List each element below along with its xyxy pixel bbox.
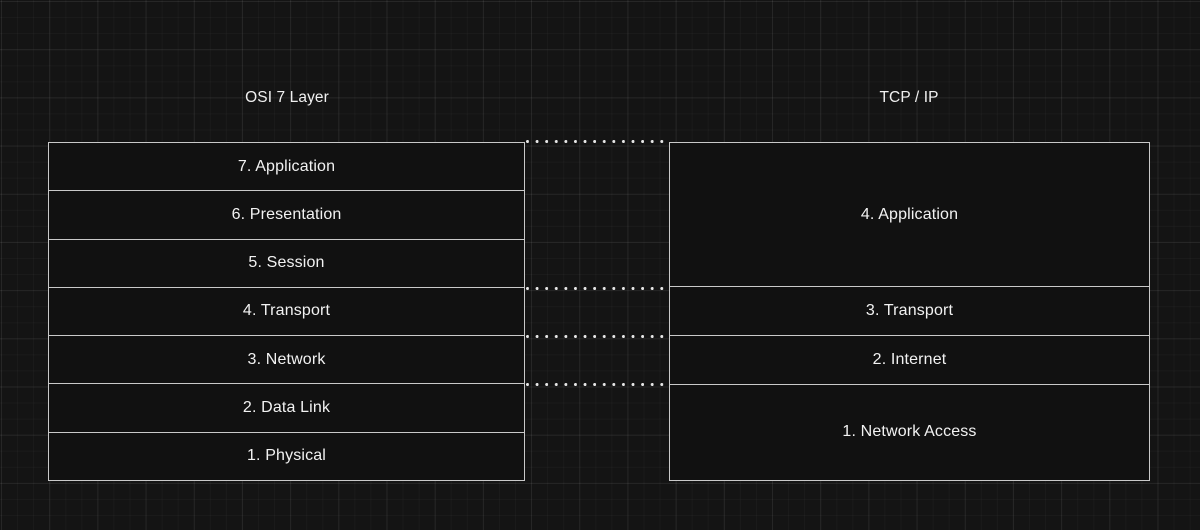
connector-internet (526, 383, 669, 386)
osi-layer-label: 6. Presentation (231, 205, 342, 223)
tcpip-layer-row[interactable]: 2. Internet (670, 335, 1149, 385)
osi-layer-label: 2. Data Link (242, 399, 331, 417)
osi-layer-row[interactable]: 4. Transport (49, 287, 524, 337)
connector-top (526, 140, 669, 143)
tcpip-layer-row[interactable]: 3. Transport (670, 287, 1149, 336)
osi-layer-label: 3. Network (247, 350, 326, 368)
osi-layer-row[interactable]: 1. Physical (49, 432, 524, 480)
osi-layer-row[interactable]: 7. Application (49, 143, 524, 192)
osi-layer-row[interactable]: 3. Network (49, 336, 524, 385)
tcpip-column-title: TCP / IP (879, 89, 939, 106)
osi-layer-row[interactable]: 5. Session (49, 239, 524, 288)
osi-column-title: OSI 7 Layer (245, 89, 329, 106)
osi-layer-label: 4. Transport (242, 302, 331, 320)
tcpip-layer-label: 3. Transport (865, 302, 954, 319)
connector-application (526, 287, 669, 290)
osi-layer-label: 7. Application (237, 157, 336, 175)
osi-layer-row[interactable]: 6. Presentation (49, 191, 524, 240)
tcpip-layer-label: 1. Network Access (842, 423, 977, 441)
osi-layer-label: 5. Session (248, 254, 325, 272)
osi-layer-label: 1. Physical (246, 447, 327, 465)
connector-transport (526, 335, 669, 338)
tcpip-layer-row[interactable]: 4. Application (670, 143, 1149, 288)
tcpip-layer-row[interactable]: 1. Network Access (670, 384, 1149, 480)
osi-layer-row[interactable]: 2. Data Link (49, 384, 524, 433)
tcpip-layer-stack: 4. Application 3. Transport 2. Internet 1. … (669, 142, 1150, 481)
osi-layer-stack: 7. Application 6. Presentation 5. Session 4… (48, 142, 525, 481)
tcpip-layer-label: 2. Internet (872, 350, 947, 368)
tcpip-layer-label: 4. Application (860, 205, 959, 223)
